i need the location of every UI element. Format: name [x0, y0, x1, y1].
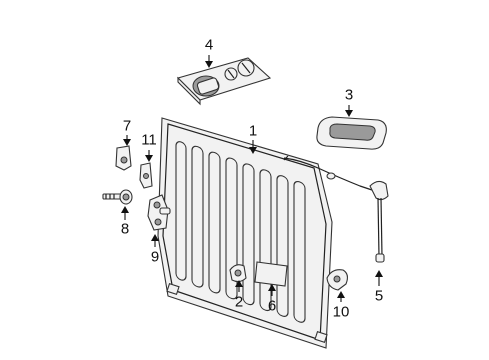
part-3-handle-bezel	[316, 116, 387, 150]
callout-6: 6	[268, 298, 276, 315]
callout-5: 5	[375, 288, 383, 305]
callout-2: 2	[235, 294, 243, 311]
part-4-lock-cylinder-set	[176, 57, 272, 106]
callout-9: 9	[151, 249, 159, 266]
part-7-bracket	[115, 145, 132, 171]
callout-8: 8	[121, 221, 129, 238]
callout-3: 3	[345, 87, 353, 104]
callout-10: 10	[333, 304, 350, 321]
part-10-latch	[326, 269, 349, 291]
part-2-striker	[229, 264, 247, 283]
part-9-hinge	[147, 194, 171, 231]
part-6-access-plate	[254, 261, 288, 287]
part-5-release-cable	[283, 155, 389, 263]
part-11-clip	[139, 162, 153, 189]
callout-1: 1	[249, 123, 257, 140]
callout-11: 11	[141, 132, 157, 149]
part-1-tailgate-panel	[157, 117, 333, 349]
part-8-bolt	[102, 189, 133, 205]
callout-7: 7	[123, 118, 131, 135]
callout-4: 4	[205, 37, 213, 54]
